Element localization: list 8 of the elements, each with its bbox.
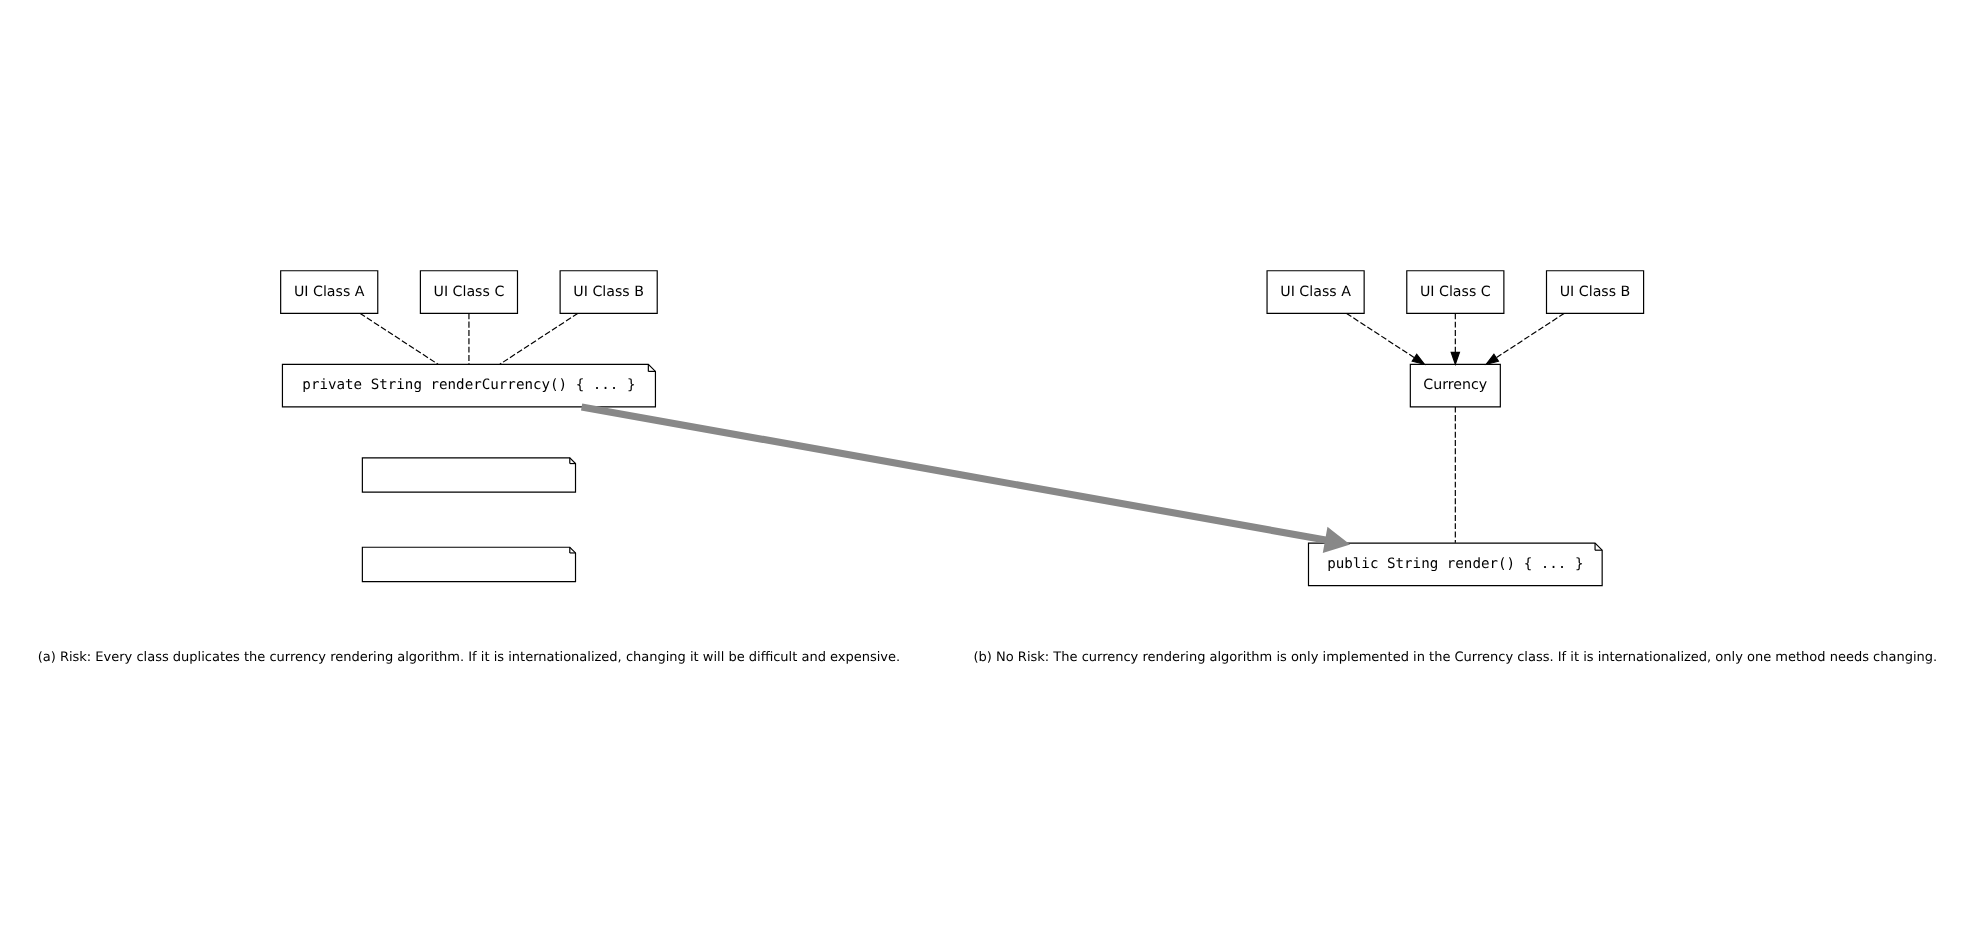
connector (468, 312, 470, 365)
arrow (1346, 312, 1426, 366)
arrow (581, 403, 1351, 554)
connector (1454, 406, 1456, 544)
arrow (1484, 312, 1565, 366)
arrow (1450, 312, 1461, 367)
connector (359, 312, 439, 365)
connector (499, 312, 579, 365)
